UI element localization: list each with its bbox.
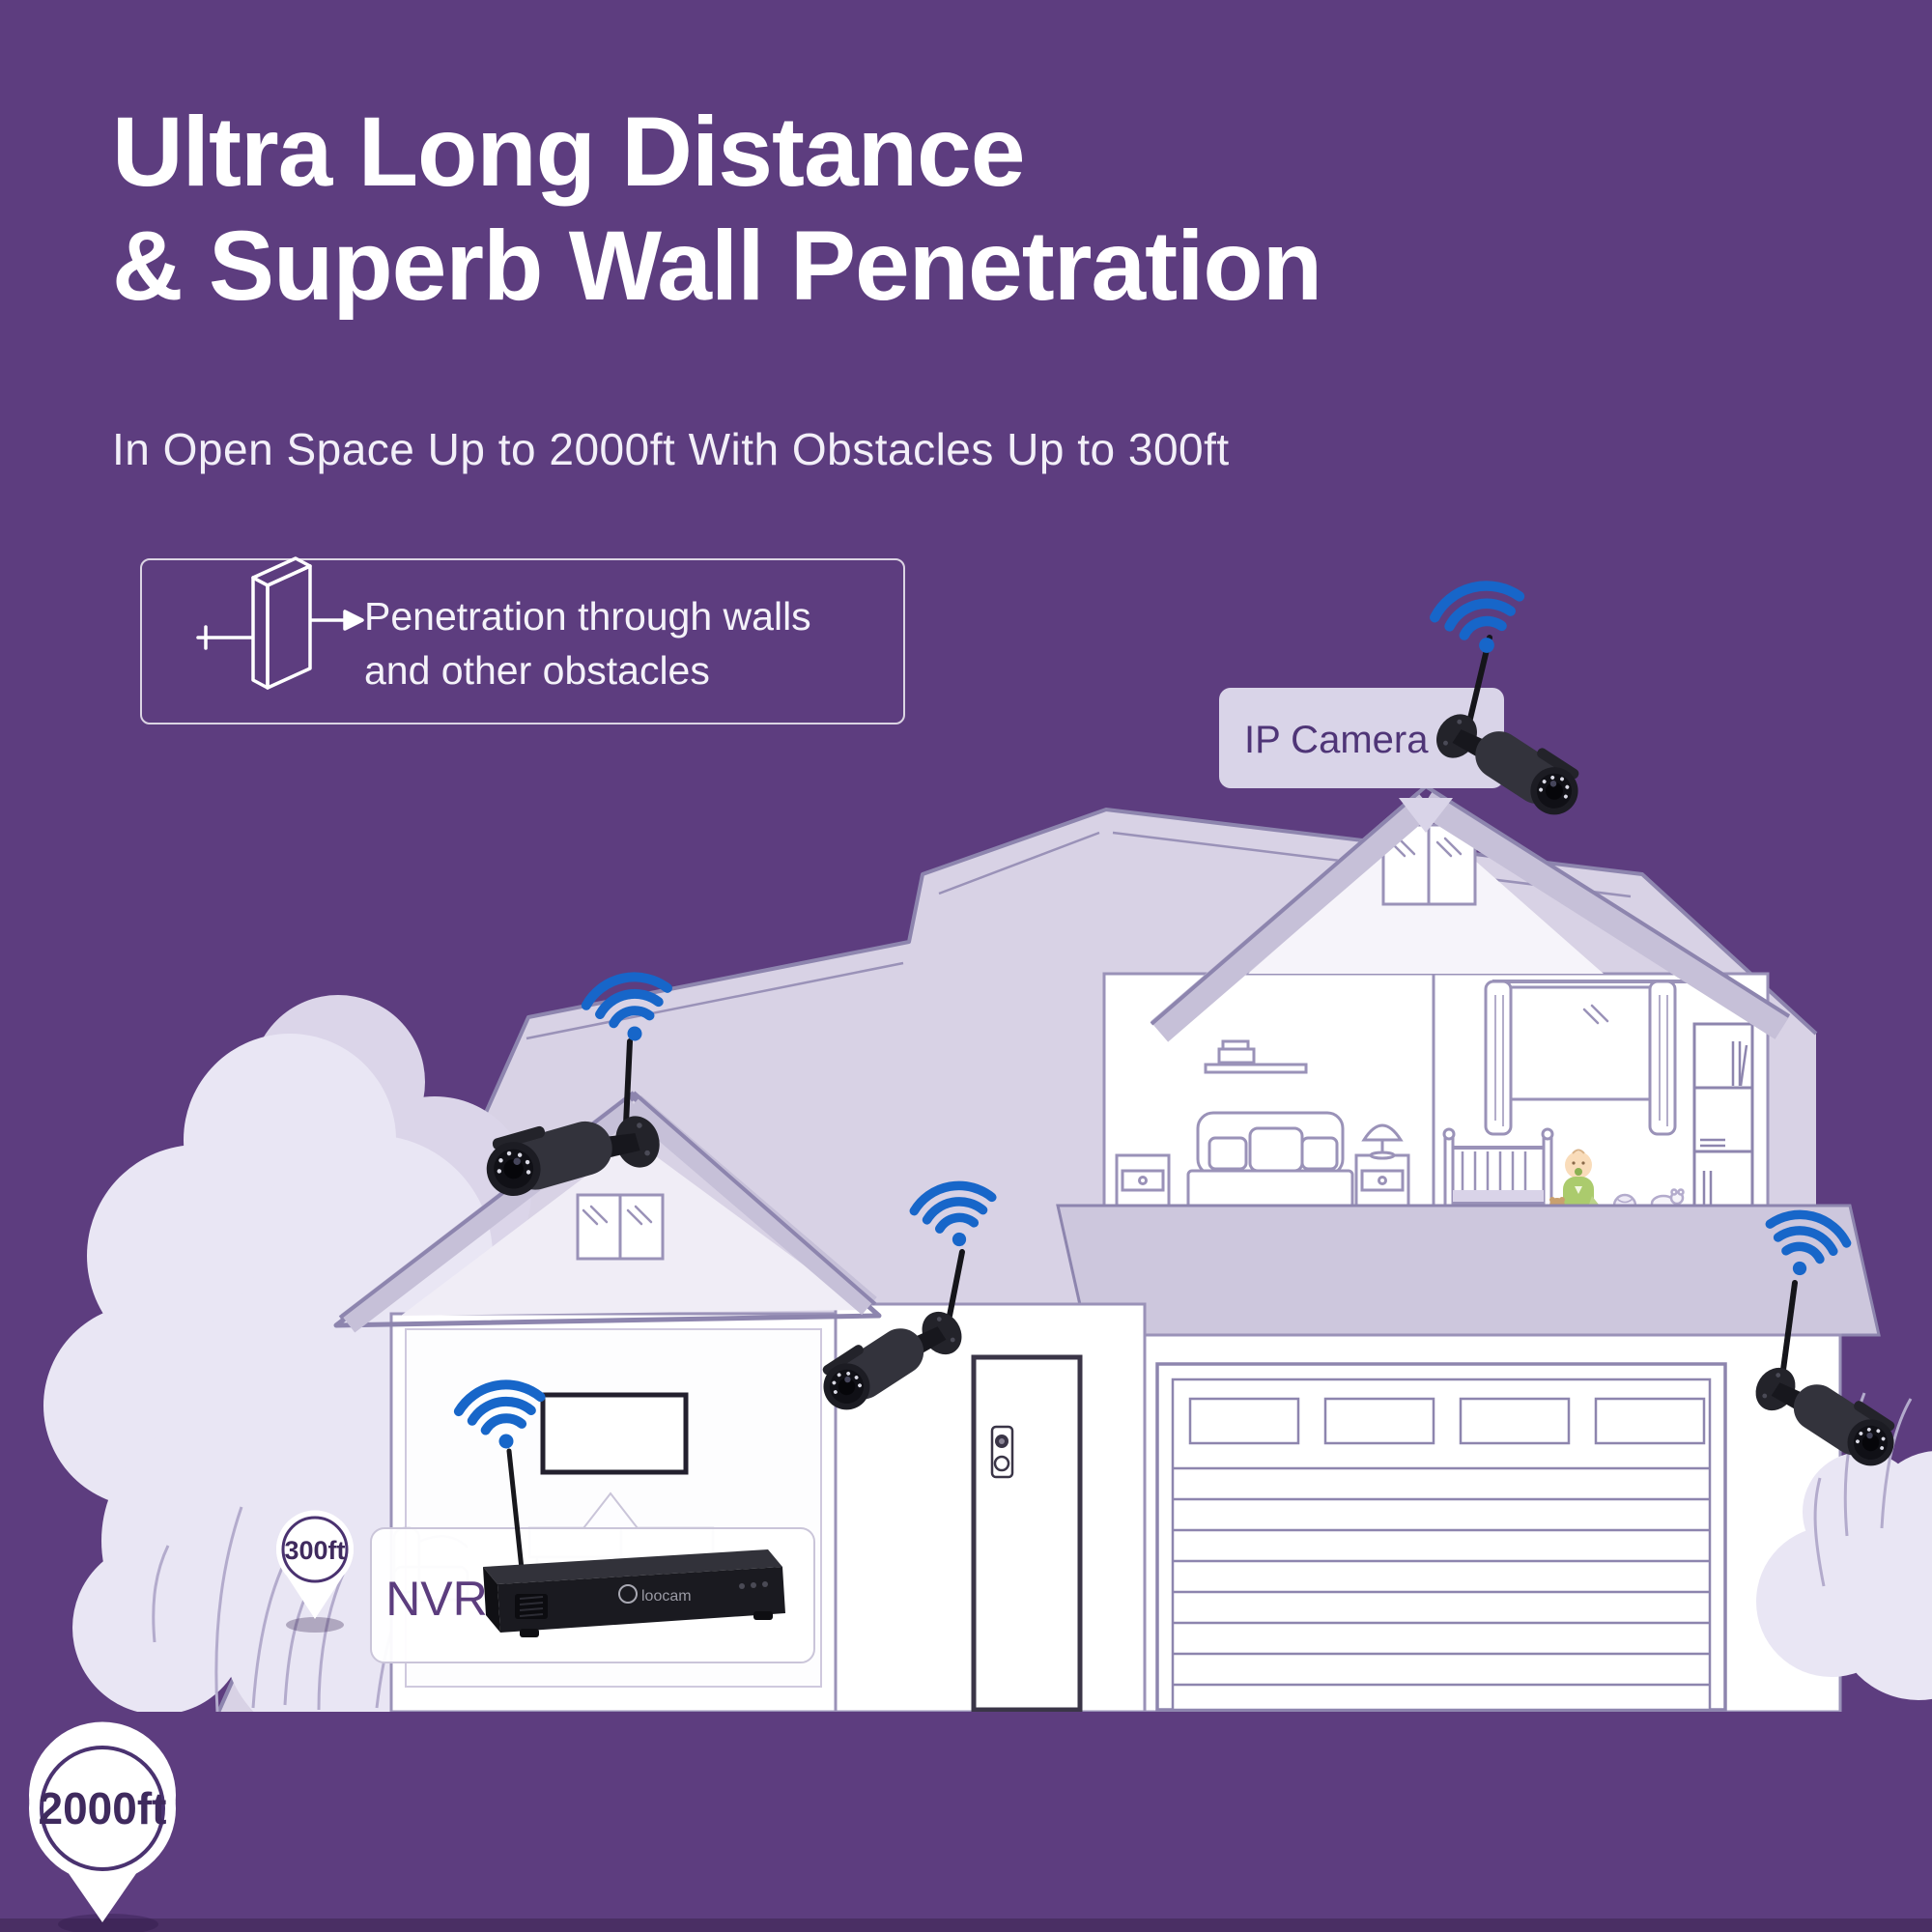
feature-box: Penetration through walls and other obst… [140, 556, 905, 724]
doorbell [990, 1425, 1014, 1479]
pin-2000ft: 2000ft [29, 1721, 177, 1932]
garage-door [1155, 1362, 1727, 1712]
feature-text: Penetration through walls and other obst… [364, 589, 811, 697]
attic-gable [1150, 784, 1791, 1042]
porch-roof-band [1056, 1204, 1881, 1337]
pin-300ft: 300ft [276, 1510, 354, 1633]
bookshelf [1692, 1022, 1754, 1219]
nvr-brand: loocam [641, 1588, 692, 1605]
ip-camera-callout: IP Camera [1219, 688, 1504, 833]
pin-300ft-label: 300ft [284, 1536, 345, 1565]
footer-strip [0, 1918, 1932, 1932]
nvr-label: NVR [385, 1572, 488, 1626]
ip-camera-label: IP Camera [1244, 719, 1429, 761]
camera-left-house [478, 970, 677, 1209]
title-line-1: Ultra Long Distance [112, 97, 1025, 207]
garage-door-windows [1188, 1397, 1706, 1445]
nursery-window [1484, 980, 1689, 1136]
nvr-logo-icon [618, 1584, 638, 1604]
page-subtitle: In Open Space Up to 2000ft With Obstacle… [112, 424, 1230, 474]
nvr-antenna [506, 1448, 525, 1572]
camera-front-door [810, 1179, 1000, 1424]
camera-attic [1429, 577, 1591, 830]
wall-shelf [1204, 1039, 1308, 1074]
bush-right [1756, 1392, 1932, 1700]
nvr-device: loocam [483, 1448, 785, 1637]
feature-line-1: Penetration through walls [364, 594, 811, 639]
page-title: Ultra Long Distance & Superb Wall Penetr… [112, 95, 1322, 323]
bed [1186, 1111, 1354, 1222]
camera-garage-corner [1747, 1207, 1907, 1480]
table-lamp [1361, 1123, 1404, 1160]
nightstand-right [1354, 1123, 1410, 1222]
garage-door-slats [1173, 1466, 1710, 1687]
title-line-2: & Superb Wall Penetration [112, 211, 1322, 321]
pin-2000ft-label: 2000ft [39, 1783, 167, 1833]
tv [540, 1392, 689, 1475]
bedroom [1115, 1039, 1410, 1222]
wall-penetration-icon [196, 556, 364, 690]
front-door [971, 1354, 1083, 1713]
front-walls [834, 1302, 1842, 1714]
foreground [0, 1712, 1932, 1932]
gable-window [576, 1193, 665, 1261]
nvr-callout: NVR loocam [370, 1378, 815, 1663]
feature-line-2: and other obstacles [364, 648, 710, 693]
